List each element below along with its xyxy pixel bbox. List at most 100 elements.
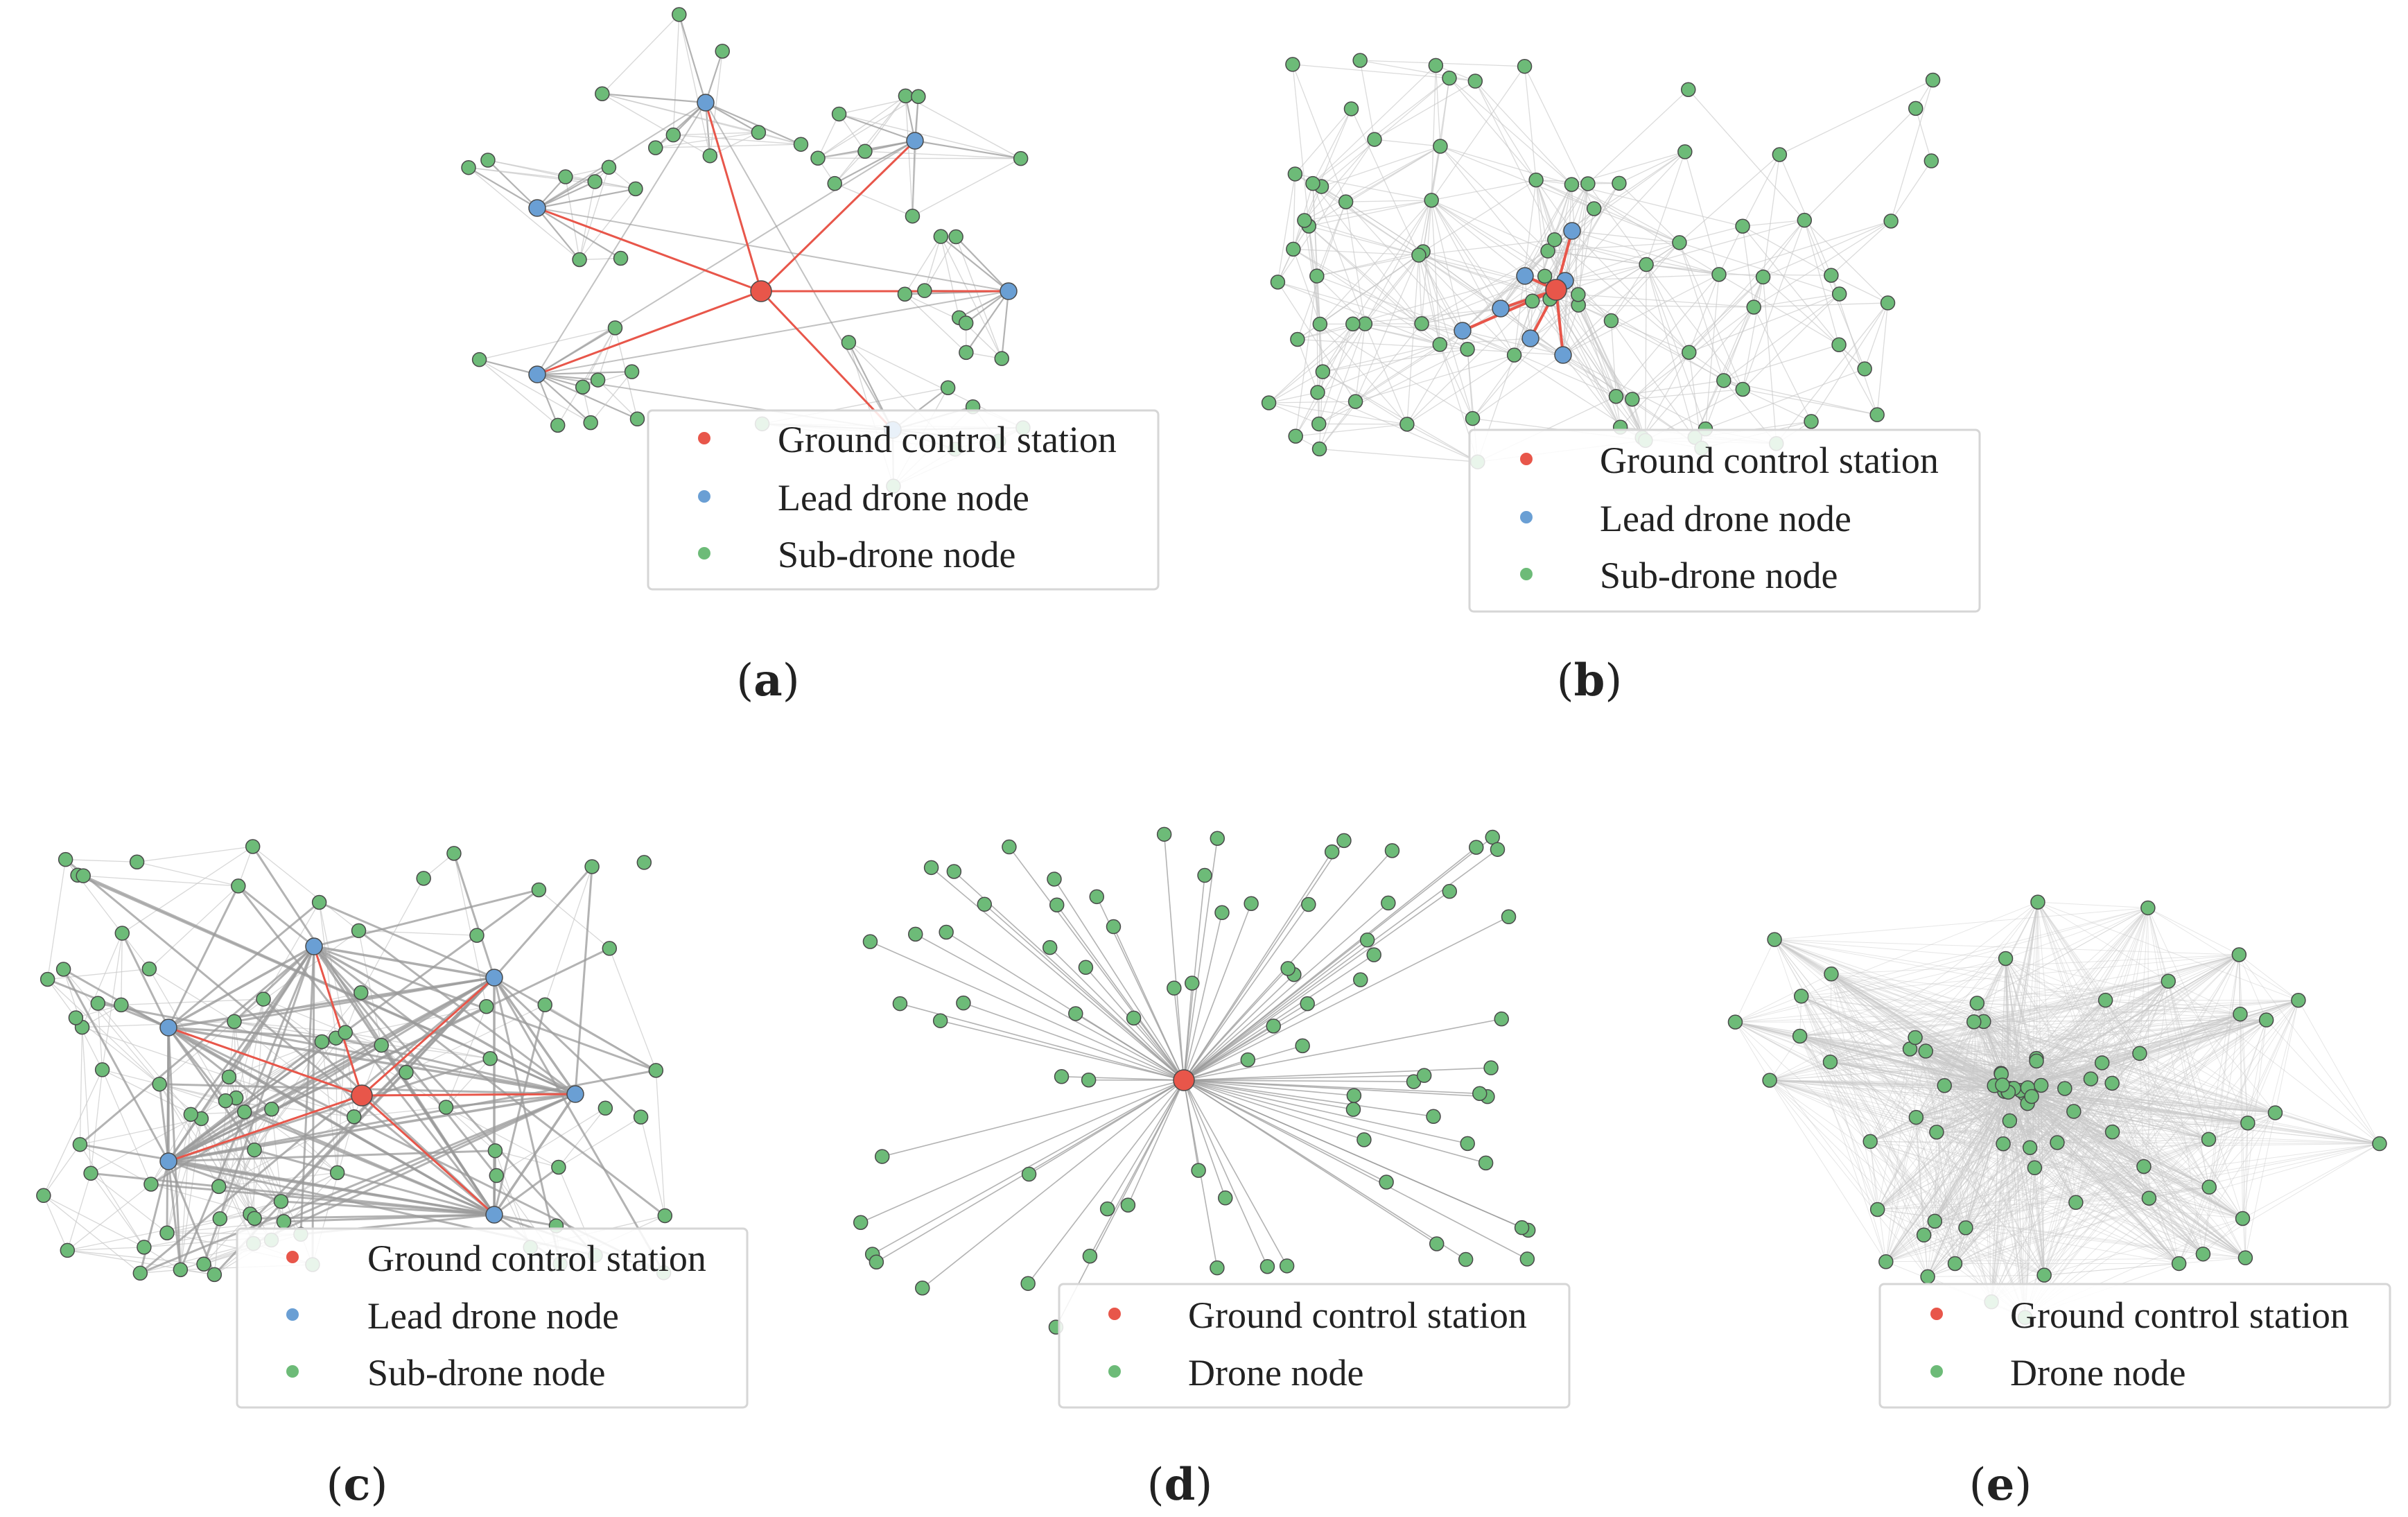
mesh-link bbox=[1926, 1050, 2002, 1074]
mesh-link bbox=[1524, 66, 1537, 180]
mesh-link bbox=[47, 979, 160, 1085]
mesh-link bbox=[1562, 184, 1573, 356]
mesh-link bbox=[2112, 1132, 2380, 1145]
sub-drone-node bbox=[221, 1069, 237, 1085]
cluster-link bbox=[167, 1161, 182, 1270]
mesh-link bbox=[2010, 1089, 2248, 1124]
mesh-link bbox=[1474, 80, 1555, 240]
mesh-link bbox=[1914, 1037, 2030, 1148]
mesh-link bbox=[1927, 1021, 1984, 1277]
legend-label-drone: Drone node bbox=[1188, 1352, 1363, 1394]
sub-drone-node bbox=[1517, 58, 1533, 74]
mesh-link bbox=[2179, 1000, 2299, 1264]
mesh-link bbox=[1769, 1048, 1910, 1081]
mesh-link bbox=[1799, 958, 2006, 1037]
mesh-link bbox=[2009, 1062, 2102, 1121]
mesh-link bbox=[2005, 958, 2106, 1001]
mesh-link bbox=[1801, 996, 1878, 1210]
mesh-link bbox=[1774, 939, 2021, 1091]
mesh-link bbox=[2112, 908, 2149, 1132]
mesh-link bbox=[2057, 1142, 2380, 1145]
caption-b: (b) bbox=[1557, 655, 1623, 707]
mesh-link bbox=[1735, 1021, 1917, 1118]
mesh-link bbox=[1321, 78, 1450, 187]
mesh-link bbox=[2027, 1087, 2380, 1145]
mesh-link bbox=[2009, 1078, 2091, 1121]
drone-node bbox=[2171, 1256, 2187, 1272]
mesh-link bbox=[225, 1100, 251, 1215]
sub-drone-node bbox=[264, 1101, 279, 1117]
mesh-link bbox=[2147, 908, 2299, 1001]
mesh-link bbox=[1923, 1089, 2011, 1236]
mesh-link bbox=[1925, 1050, 1992, 1302]
mesh-link bbox=[1936, 908, 2149, 1133]
mesh-link bbox=[1885, 1019, 2267, 1263]
station-link bbox=[1183, 1080, 1354, 1096]
control-link bbox=[313, 946, 363, 1096]
drone-node bbox=[1210, 1260, 1225, 1276]
drone-node bbox=[2132, 1046, 2147, 1061]
mesh-link bbox=[2024, 908, 2149, 1094]
drone-node bbox=[2267, 1105, 2283, 1120]
mesh-link bbox=[2073, 980, 2169, 1112]
legend-marker-sub-drone bbox=[1520, 568, 1533, 580]
mesh-link bbox=[2002, 1014, 2241, 1086]
mesh-link bbox=[2030, 1085, 2042, 1148]
mesh-link bbox=[1770, 1080, 2005, 1092]
sub-drone-node bbox=[827, 175, 842, 191]
mesh-link bbox=[2025, 981, 2169, 1318]
mesh-link bbox=[1774, 939, 1916, 1038]
sub-drone-node bbox=[72, 1136, 88, 1152]
mesh-link bbox=[1965, 1089, 2011, 1229]
mesh-link bbox=[1925, 1050, 1955, 1264]
mesh-link bbox=[1769, 1061, 1831, 1081]
mesh-link bbox=[1801, 996, 1926, 1052]
mesh-link bbox=[1319, 448, 1478, 462]
mesh-link bbox=[1831, 973, 2041, 1086]
mesh-link bbox=[1936, 1132, 1955, 1264]
mesh-link bbox=[1769, 1037, 1916, 1081]
sub-drone-node bbox=[1311, 441, 1327, 457]
mesh-link bbox=[1774, 939, 2106, 1001]
mesh-link bbox=[1830, 1061, 2009, 1093]
drone-node bbox=[1156, 826, 1172, 842]
mesh-link bbox=[2041, 954, 2240, 1086]
mesh-link bbox=[2090, 1078, 2145, 1167]
mesh-link bbox=[2000, 902, 2039, 1074]
mesh-link bbox=[1976, 1003, 2243, 1219]
mesh-link bbox=[2030, 1111, 2075, 1148]
legend-marker-drone bbox=[1108, 1365, 1121, 1378]
mesh-link bbox=[1564, 151, 1686, 281]
mesh-link bbox=[1801, 996, 1974, 1023]
mesh-link bbox=[1735, 1021, 1966, 1229]
mesh-link bbox=[2013, 1088, 2204, 1255]
legend-a: Ground control station Lead drone node S… bbox=[647, 409, 1160, 591]
mesh-link bbox=[1877, 1088, 2011, 1210]
mesh-link bbox=[1829, 1061, 1887, 1262]
mesh-link bbox=[1610, 264, 1647, 321]
mesh-link bbox=[1831, 973, 2011, 1091]
drone-node bbox=[1336, 833, 1352, 849]
sub-drone-node bbox=[587, 174, 602, 189]
mesh-link bbox=[2112, 1082, 2276, 1113]
mesh-link bbox=[2043, 1000, 2299, 1276]
mesh-link bbox=[1916, 1091, 2005, 1118]
sub-drone-node bbox=[831, 106, 847, 122]
mesh-link bbox=[137, 861, 238, 887]
mesh-link bbox=[2037, 901, 2091, 1080]
mesh-link bbox=[955, 236, 1002, 359]
mesh-link bbox=[609, 948, 656, 1071]
mesh-link bbox=[2025, 1103, 2028, 1318]
mesh-link bbox=[1431, 179, 1537, 201]
mesh-link bbox=[2242, 1020, 2267, 1219]
mesh-link bbox=[1869, 1117, 1917, 1142]
mesh-link bbox=[1799, 1036, 1928, 1277]
control-link bbox=[760, 139, 916, 293]
mesh-link bbox=[2102, 1062, 2249, 1124]
mesh-link bbox=[43, 1069, 103, 1196]
lead-link bbox=[168, 1026, 495, 1216]
mesh-link bbox=[2091, 1014, 2241, 1080]
mesh-link bbox=[1799, 1035, 2380, 1145]
mesh-link bbox=[1935, 1220, 2204, 1255]
drone-node bbox=[2231, 947, 2247, 962]
